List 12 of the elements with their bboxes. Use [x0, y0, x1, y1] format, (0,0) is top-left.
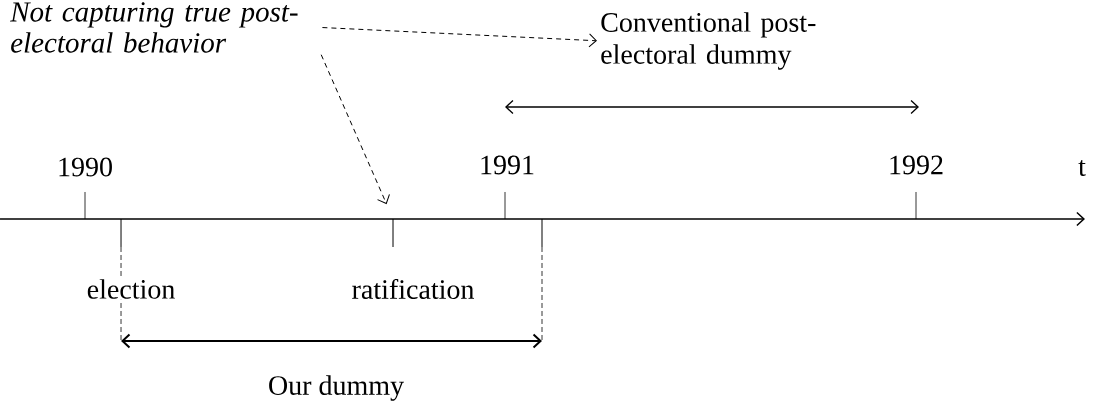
span-label: Our dummy: [269, 375, 404, 401]
year-label: 1992: [890, 155, 943, 175]
year-label: 1991: [481, 155, 534, 175]
tick-mark: [392, 219, 394, 247]
leader-arrow: [320, 54, 390, 204]
span-caption: Conventional post-electoral dummy: [601, 12, 816, 70]
leader-arrow: [321, 27, 597, 48]
year-label: 1990: [59, 157, 112, 177]
annotation-text: Not capturing true post-electoral behavior: [10, 2, 298, 53]
axis-label: t: [1078, 160, 1086, 176]
event-label: election: [85, 278, 177, 300]
event-label: ratification: [352, 279, 474, 299]
